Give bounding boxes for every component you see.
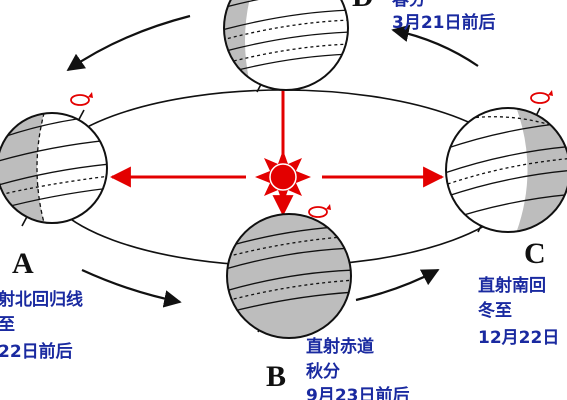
motion-arrow-bottom-right (355, 269, 440, 302)
caption-a-line1: 射北回归线 (0, 289, 83, 310)
caption-c-line1: 直射南回 (478, 275, 546, 296)
earth-globe-d (223, 0, 349, 93)
sun-icon (255, 150, 311, 204)
caption-b-line1: 直射赤道 (306, 336, 374, 357)
caption-c-line2: 冬至 (478, 300, 512, 321)
earth-globe-b (226, 204, 352, 339)
position-label-a: A (12, 247, 34, 280)
motion-arrow-top-left (66, 14, 191, 72)
caption-b-line3: 9月23日前后 (306, 385, 410, 400)
caption-a-line3: 22日前后 (0, 341, 73, 362)
earth-globe-c (445, 90, 567, 233)
caption-a-line2: 至 (0, 315, 15, 335)
position-label-c: C (524, 237, 546, 270)
motion-arrow-top-right (391, 24, 479, 67)
caption-d-line1: 春分 (392, 0, 426, 10)
caption-c-line3: 12月22日 (478, 328, 559, 348)
position-label-d: D (352, 0, 374, 13)
rotation-arrow-icon (530, 90, 553, 104)
rotation-arrow-icon (308, 204, 331, 218)
earth-globe-a (0, 92, 108, 227)
caption-d-line2: 3月21日前后 (392, 12, 496, 33)
motion-arrow-bottom-left (81, 268, 182, 308)
position-label-b: B (266, 360, 286, 393)
caption-b-line2: 秋分 (306, 361, 340, 382)
rotation-arrow-icon (70, 92, 93, 106)
